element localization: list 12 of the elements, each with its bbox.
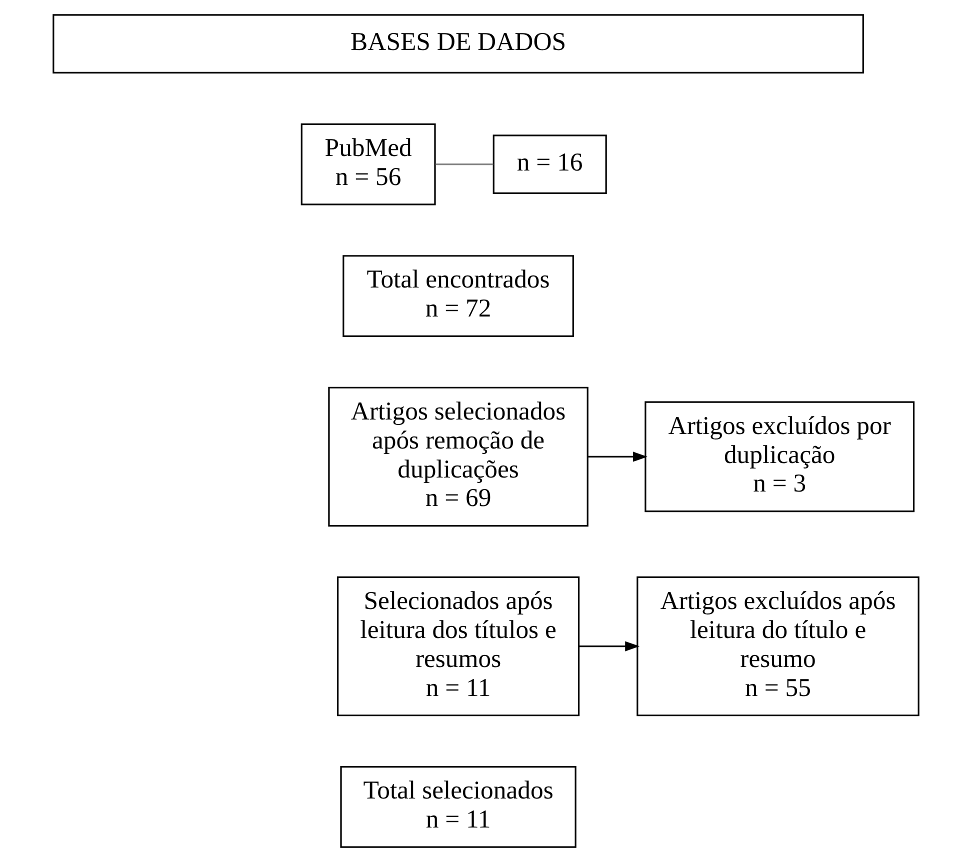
node-box: BASES DE DADOS: [52, 14, 864, 74]
node-box: Artigos excluídos após leitura do título e resumo n = 55: [636, 576, 920, 716]
arrow: [588, 452, 648, 462]
arrow: [578, 641, 640, 652]
connector: [436, 164, 494, 166]
node-box: Selecionados após leitura dos títulos e resumos n = 11: [336, 576, 580, 716]
node-box: Artigos selecionados após remoção de duplicações n = 69: [328, 386, 588, 527]
node-box: Total encontrados n = 72: [342, 255, 574, 338]
node-box: Total selecionados n = 11: [340, 766, 576, 848]
node-box: n = 16: [492, 134, 607, 194]
node-box: Artigos excluídos por duplicação n = 3: [644, 401, 915, 512]
node-box: PubMed n = 56: [300, 123, 436, 206]
